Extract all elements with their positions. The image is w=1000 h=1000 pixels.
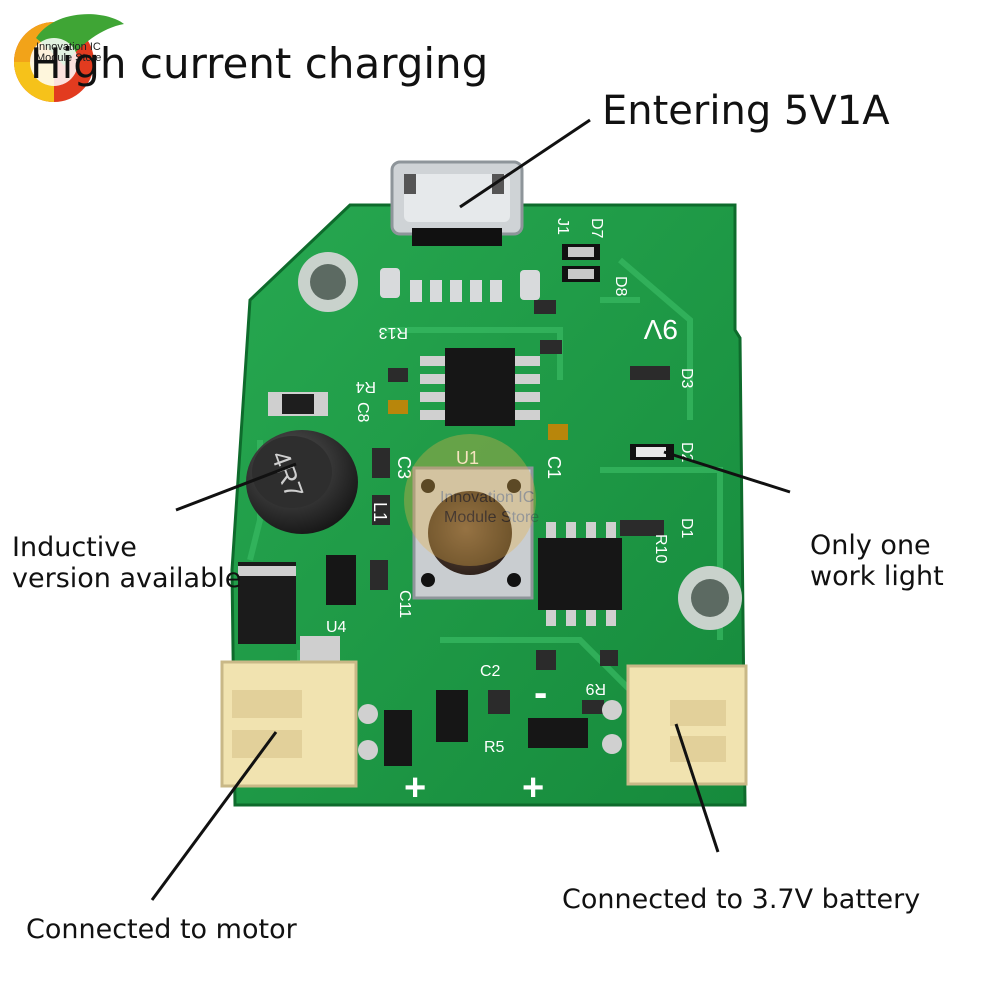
silk-u1: U1	[456, 448, 479, 468]
silk-d1: D1	[678, 518, 695, 539]
led-d7	[562, 244, 600, 260]
callout-line-light	[663, 450, 791, 494]
callout-lines	[150, 118, 791, 901]
silk-c3: C3	[394, 456, 414, 479]
store-logo	[14, 14, 124, 102]
silk-plus-battery: +	[522, 767, 544, 809]
callout-work-light: Only one work light	[810, 530, 944, 592]
silk-j1: J1	[554, 218, 571, 235]
smd-components	[268, 300, 670, 714]
silk-minus: -	[534, 671, 547, 715]
callout-inductor: Inductive version available	[12, 532, 241, 594]
callout-line-input	[459, 118, 591, 209]
callout-line-motor	[150, 731, 278, 901]
silk-c8: C8	[354, 402, 371, 423]
callout-light-line-1: Only one	[810, 530, 931, 561]
transistors	[326, 555, 588, 766]
silk-d3: D3	[678, 368, 695, 389]
led-d2	[630, 444, 674, 460]
tactile-button	[412, 466, 534, 600]
callout-motor: Connected to motor	[26, 914, 297, 945]
page-title: High current charging	[30, 39, 489, 88]
usb-pins	[380, 268, 540, 302]
led-d8	[562, 266, 600, 282]
silk-u4: U4	[326, 619, 347, 636]
silk-plus-motor: +	[404, 767, 426, 809]
silk-voltage: 9V	[643, 314, 678, 345]
callout-input: Entering 5V1A	[602, 88, 890, 134]
mounting-hole-left	[298, 252, 358, 312]
motor-connector	[220, 660, 378, 788]
callout-inductor-line-2: version available	[12, 563, 242, 595]
driver-ic	[538, 522, 622, 626]
watermark-line-2: Module Store	[444, 509, 539, 526]
schottky-diode	[238, 562, 296, 644]
watermark: Innovation IC Module Store	[404, 434, 539, 566]
silk-d7: D7	[588, 218, 605, 239]
watermark-line-1: Innovation IC	[440, 489, 534, 506]
callout-battery: Connected to 3.7V battery	[562, 884, 921, 915]
silk-r4: R4	[355, 378, 376, 395]
silk-c2: C2	[480, 663, 501, 680]
logo-text-line-1: Innovation IC	[36, 41, 101, 53]
logo-text: Innovation IC Module Store	[36, 42, 101, 64]
logo-text-line-2: Module Store	[36, 52, 102, 64]
silk-r5: R5	[484, 739, 505, 756]
silk-r10: R10	[652, 534, 669, 563]
silkscreen-labels: 9V J1 D7 D8 D3 D2 D1 R13 R4 C8 C3 U1 C1 …	[326, 218, 695, 809]
silk-d8: D8	[612, 276, 629, 297]
callout-inductor-line-1: Inductive	[12, 532, 137, 563]
silk-r13: R13	[379, 324, 408, 341]
silk-c1: C1	[544, 456, 564, 479]
callout-line-inductor	[175, 462, 297, 512]
silk-l1: L1	[370, 502, 390, 522]
usb-port	[390, 160, 524, 246]
charger-ic	[420, 348, 540, 426]
mounting-hole-right	[678, 566, 742, 630]
battery-connector	[602, 664, 748, 786]
callout-line-battery	[674, 723, 720, 853]
callout-light-line-2: work light	[810, 561, 944, 593]
silk-r9: R9	[585, 680, 606, 697]
silk-c11: C11	[396, 590, 413, 618]
inductor: 4R7	[246, 430, 358, 534]
